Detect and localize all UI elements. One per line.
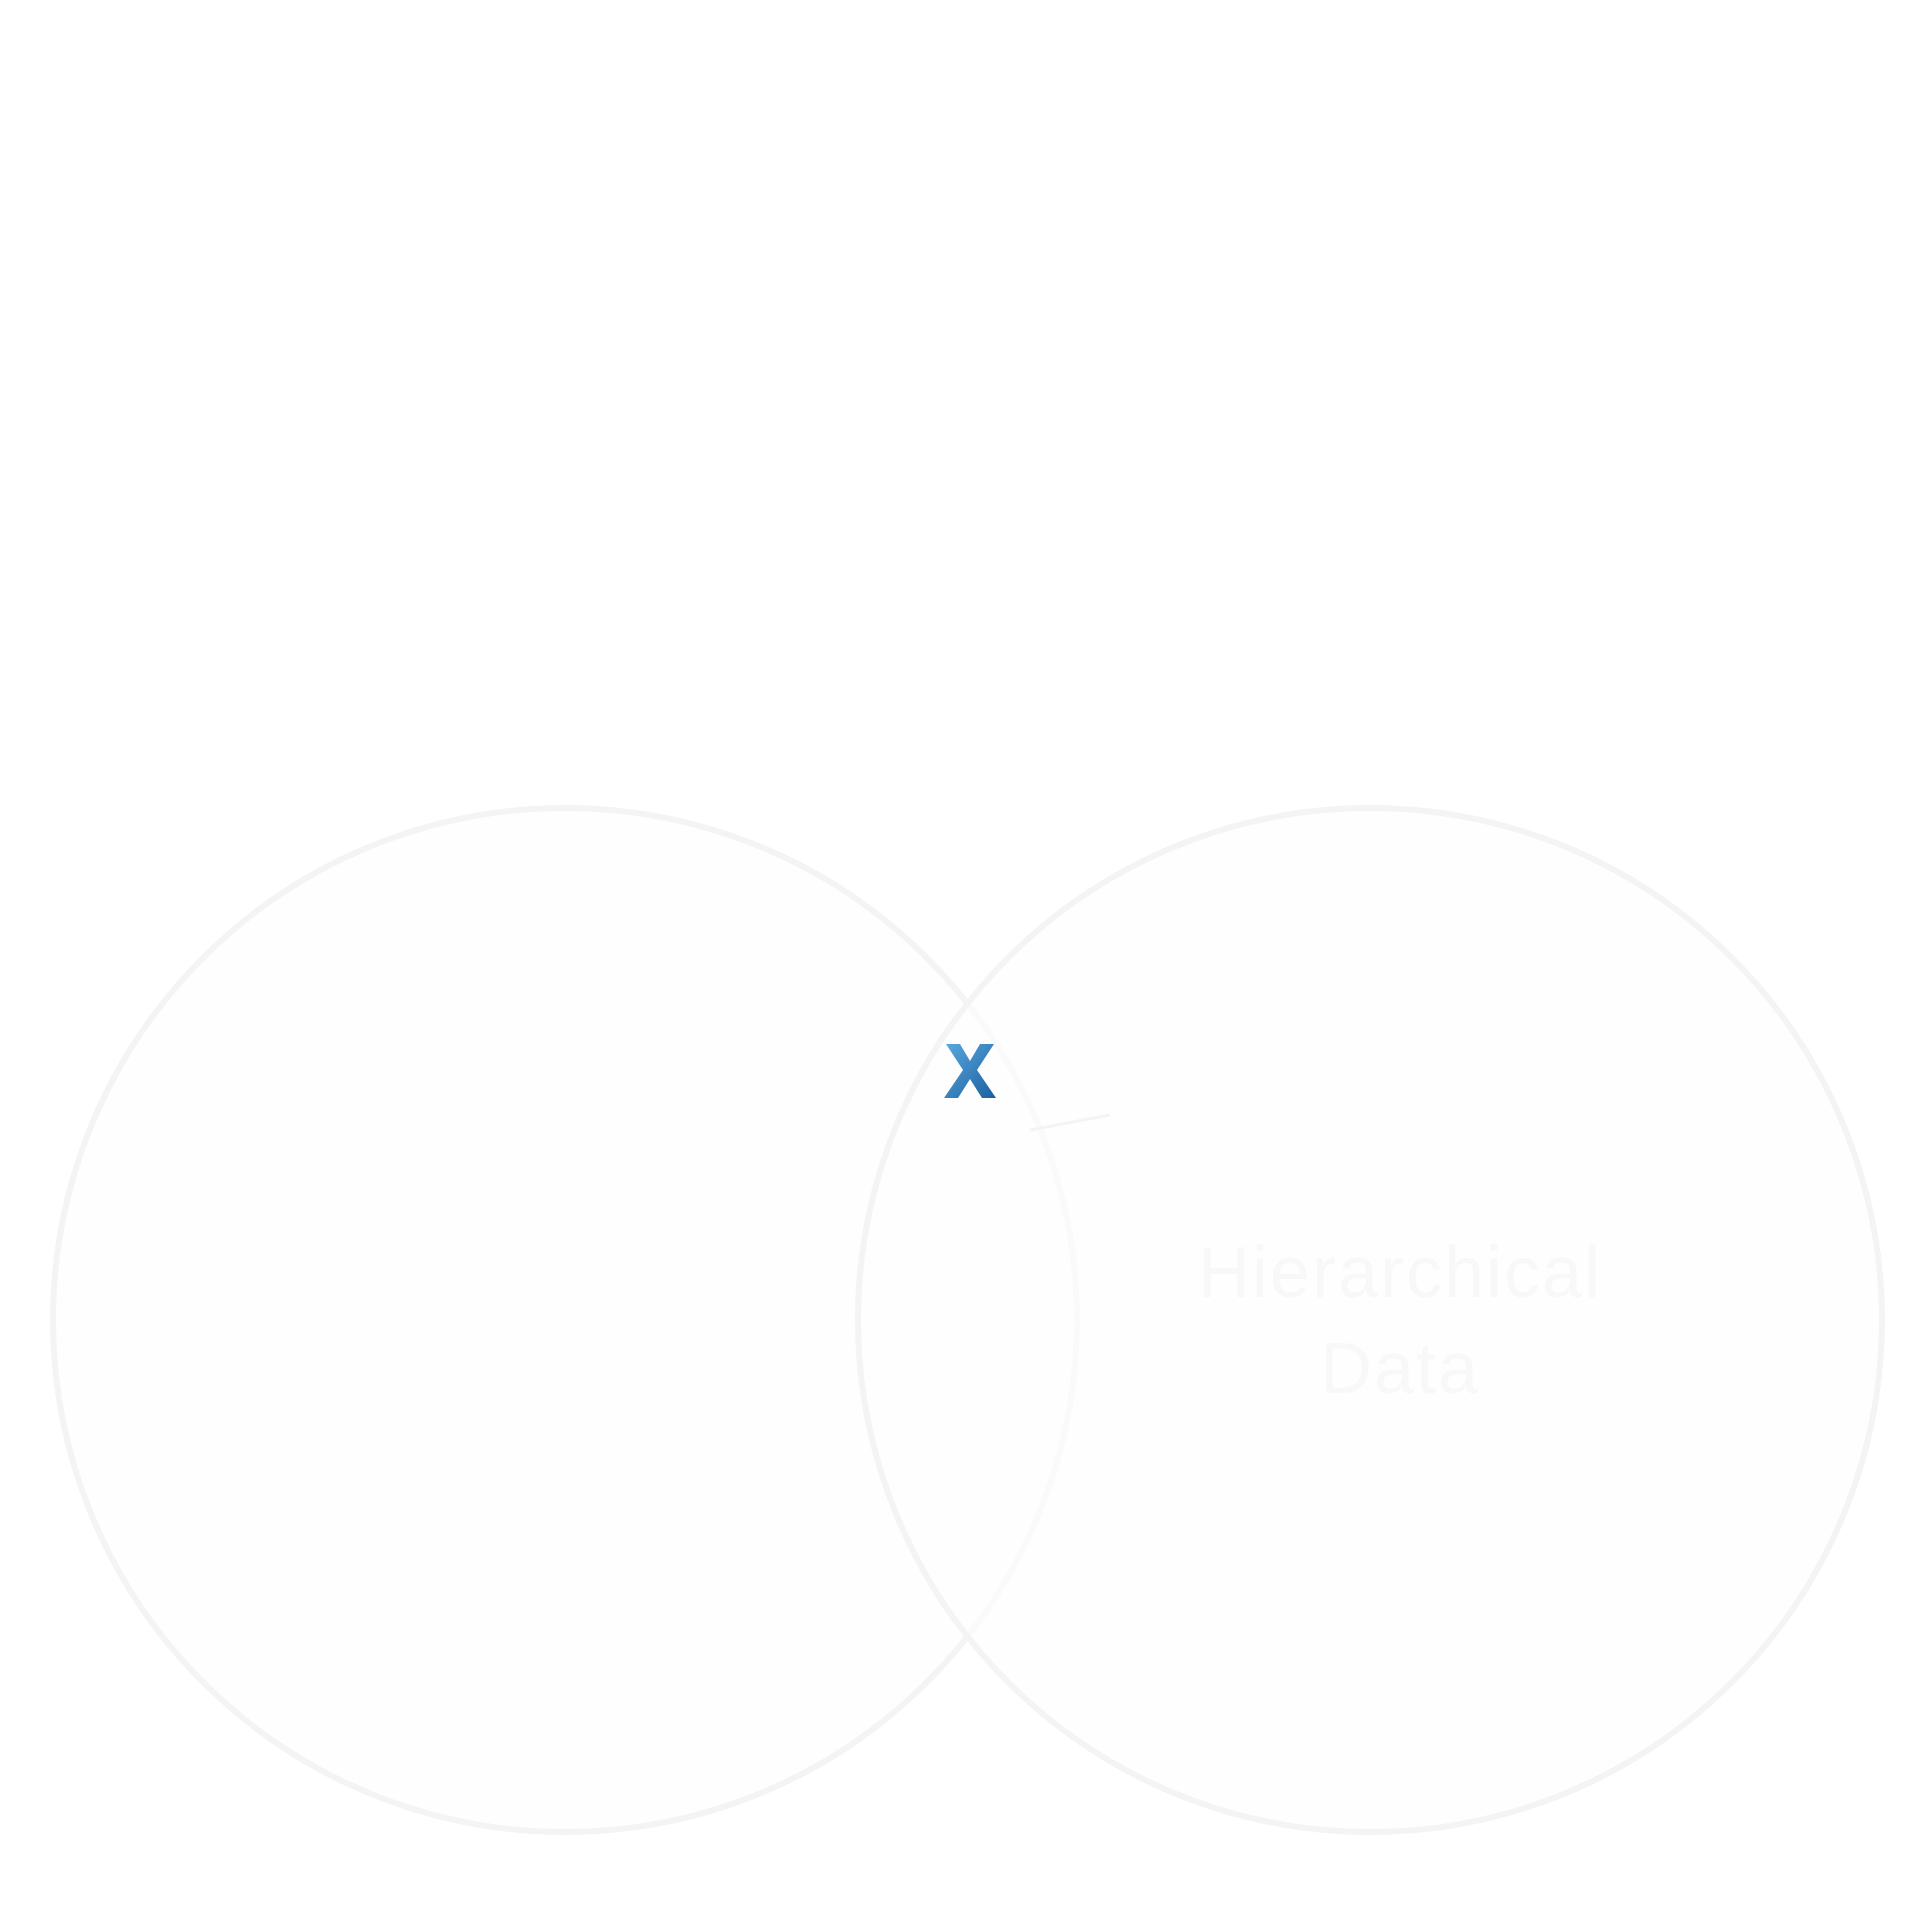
right-set-circle	[855, 805, 1885, 1835]
right-set-label-line-1: Hierarchical	[1197, 1233, 1603, 1313]
x-mark-icon	[930, 1030, 1010, 1110]
right-set-label: Hierarchical Data	[1120, 1225, 1680, 1417]
right-set-label-line-2: Data	[1319, 1329, 1481, 1409]
